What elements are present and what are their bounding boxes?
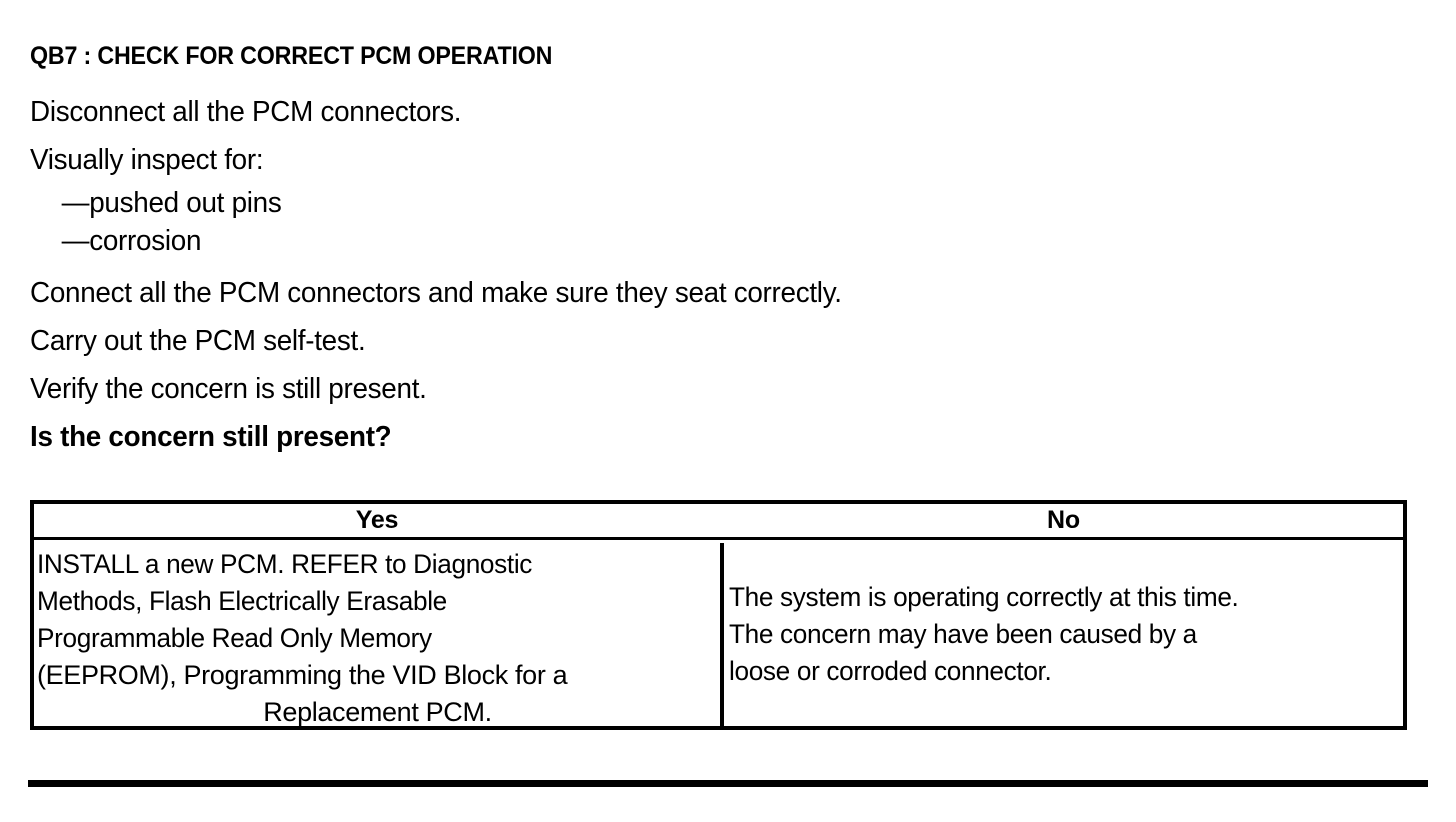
cell-no-action: The system is operating correctly at thi… [724, 543, 1403, 726]
decision-table-inner: Yes No INSTALL a new PCM. REFER to Diagn… [34, 504, 1403, 727]
procedure-line-inspect-intro: Visually inspect for: [30, 144, 264, 176]
decision-table-header-row: Yes No [34, 504, 1403, 540]
procedure-line-disconnect: Disconnect all the PCM connectors. [30, 96, 462, 128]
procedure-question: Is the concern still present? [30, 421, 392, 453]
page-footer-rule [28, 780, 1428, 787]
column-header-yes: Yes [355, 506, 399, 534]
procedure-line-self-test: Carry out the PCM self-test. [30, 325, 366, 357]
column-divider [720, 543, 724, 726]
cell-yes-action: INSTALL a new PCM. REFER to Diagnostic M… [34, 543, 720, 727]
cell-yes-line-3: Programmable Read Only Memory [37, 623, 432, 653]
column-header-no: No [1047, 506, 1080, 534]
cell-yes-line-5: Replacement PCM. [263, 697, 492, 727]
procedure-line-connect: Connect all the PCM connectors and make … [30, 277, 842, 309]
cell-no-line-2: The concern may have been caused by a [729, 619, 1197, 649]
procedure-block: Disconnect all the PCM connectors. Visua… [30, 88, 1420, 461]
cell-yes-line-2: Methods, Flash Electrically Erasable [37, 586, 447, 616]
cell-yes-line-1: INSTALL a new PCM. REFER to Diagnostic [37, 549, 533, 579]
cell-yes-line-4: (EEPROM), Programming the VID Block for … [37, 660, 568, 690]
decision-table: Yes No INSTALL a new PCM. REFER to Diagn… [30, 500, 1407, 730]
cell-no-line-3: loose or corroded connector. [729, 656, 1052, 686]
inspection-dash-list: —pushed out pins —corrosion [30, 184, 1420, 260]
page-title: QB7 : CHECK FOR CORRECT PCM OPERATION [30, 42, 553, 70]
dash-item-pushed-out-pins: —pushed out pins [61, 187, 282, 219]
cell-no-line-1: The system is operating correctly at thi… [729, 582, 1239, 612]
decision-table-body-row: INSTALL a new PCM. REFER to Diagnostic M… [34, 543, 1403, 727]
procedure-line-verify: Verify the concern is still present. [30, 373, 427, 405]
spacer [30, 260, 1420, 269]
dash-item-corrosion: —corrosion [61, 225, 202, 257]
